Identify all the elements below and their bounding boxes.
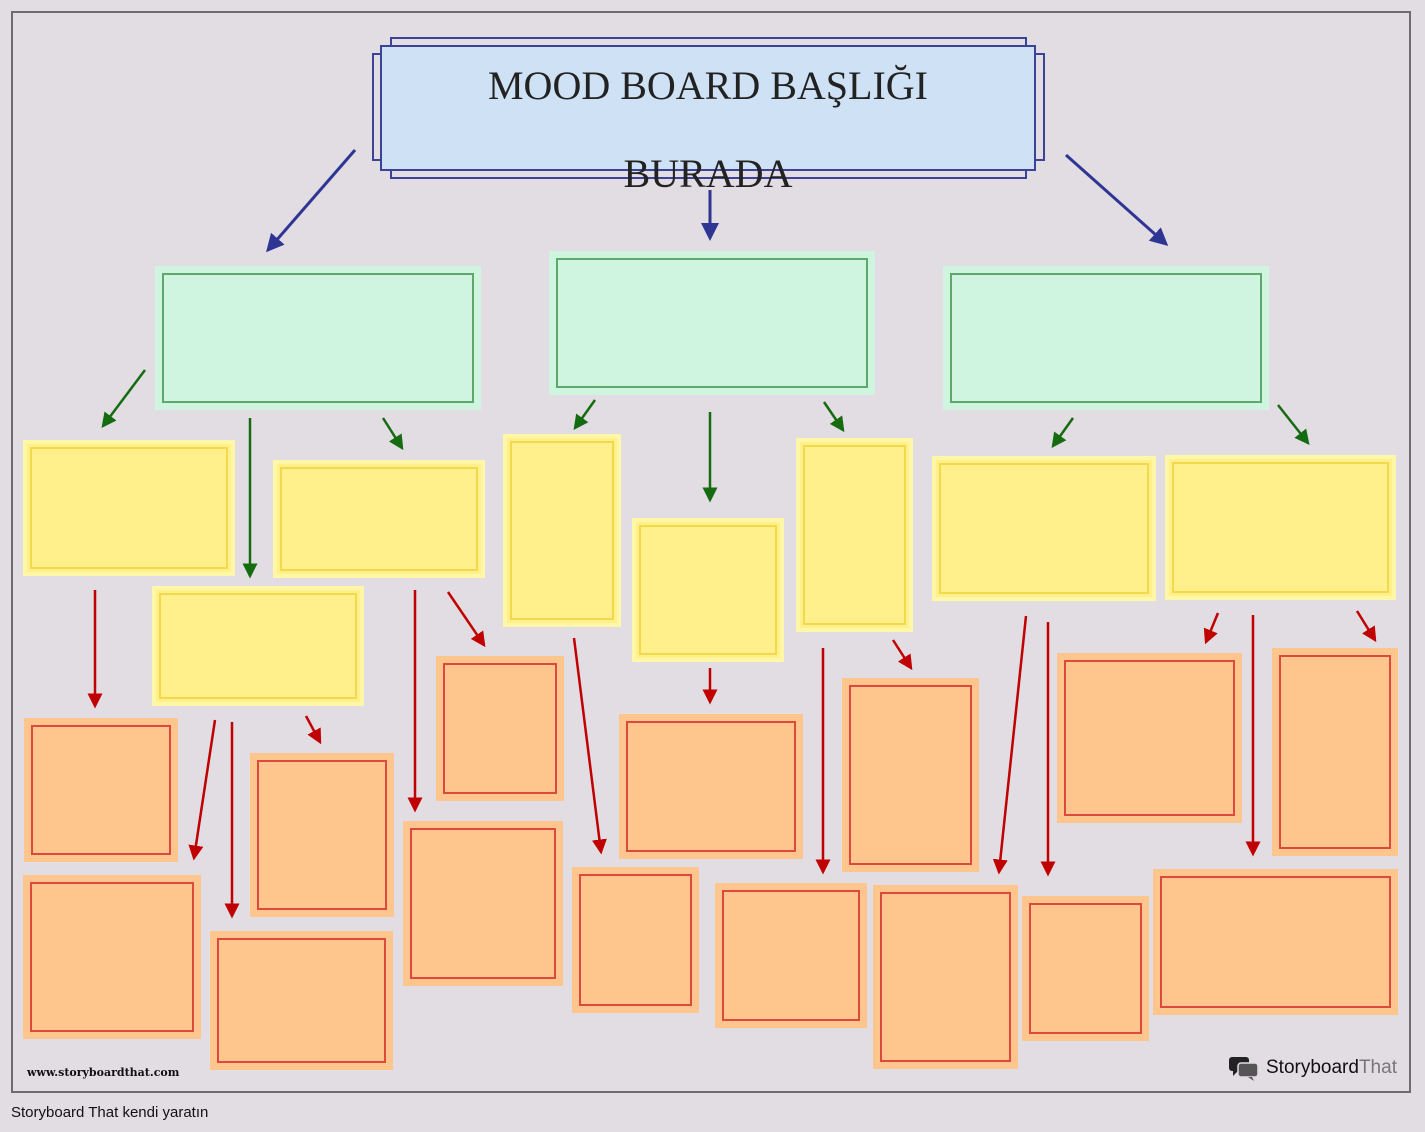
mood-board-title-box[interactable]: MOOD BOARD BAŞLIĞI BURADA	[380, 45, 1036, 196]
brand-text-storyboard: Storyboard	[1266, 1057, 1359, 1078]
mood-board-title: MOOD BOARD BAŞLIĞI BURADA	[488, 20, 928, 196]
category-box-3[interactable]	[943, 266, 1269, 410]
category-box-2[interactable]	[549, 251, 875, 395]
image-box-14[interactable]	[1272, 648, 1398, 856]
image-box-6[interactable]	[436, 656, 564, 801]
image-box-1[interactable]	[24, 718, 178, 862]
arrow-cat1-sub2	[381, 417, 404, 451]
arrow-cat2-sub6	[822, 401, 845, 433]
arrow-sub8-img13	[1203, 612, 1220, 645]
image-box-7[interactable]	[572, 867, 699, 1013]
arrow-sub6-img10	[891, 639, 913, 671]
image-box-2[interactable]	[23, 875, 201, 1039]
storyboardthat-logo[interactable]: StoryboardThat	[1228, 1055, 1397, 1081]
subcategory-box-7[interactable]	[932, 456, 1156, 601]
title-line-1: MOOD BOARD BAŞLIĞI	[487, 63, 929, 108]
subcategory-box-6[interactable]	[796, 438, 913, 632]
arrow-sub3-img4	[304, 715, 322, 745]
image-box-4[interactable]	[250, 753, 394, 917]
footer-url[interactable]: www.storyboardthat.com	[27, 1066, 180, 1079]
arrow-sub3-img2	[188, 719, 217, 861]
image-box-10[interactable]	[842, 678, 979, 872]
title-arrows	[266, 149, 1169, 253]
image-box-12[interactable]	[1022, 896, 1149, 1041]
image-box-11[interactable]	[873, 885, 1018, 1069]
create-your-own-link[interactable]: Storyboard That kendi yaratın	[11, 1104, 209, 1121]
arrow-sub2-img6	[446, 591, 486, 648]
title-line-2: BURADA	[623, 151, 793, 196]
image-box-9[interactable]	[715, 883, 867, 1028]
arrow-sub8-img14	[1355, 610, 1377, 643]
image-box-5[interactable]	[403, 821, 563, 986]
subcategory-arrows	[87, 590, 1377, 919]
subcategory-box-3[interactable]	[152, 586, 364, 706]
category-box-1[interactable]	[155, 266, 481, 410]
speech-bubbles-icon	[1229, 1057, 1259, 1081]
arrow-title-to-category-1	[266, 149, 357, 253]
subcategory-box-8[interactable]	[1165, 455, 1396, 600]
image-box-8[interactable]	[619, 714, 803, 859]
arrow-cat1-sub1	[101, 369, 146, 428]
image-box-13[interactable]	[1057, 653, 1242, 823]
category-arrows	[101, 369, 1310, 579]
brand-text-that: That	[1358, 1057, 1397, 1078]
arrow-cat3-sub8	[1277, 404, 1310, 445]
subcategory-box-4[interactable]	[503, 434, 621, 627]
arrow-sub4-img7	[572, 637, 607, 855]
subcategory-box-5[interactable]	[632, 518, 784, 662]
arrow-sub7-img11	[992, 615, 1028, 875]
image-box-15[interactable]	[1153, 869, 1398, 1015]
subcategory-box-1[interactable]	[23, 440, 235, 576]
arrow-cat2-sub4	[573, 399, 597, 431]
subcategory-box-2[interactable]	[273, 460, 485, 578]
image-box-3[interactable]	[210, 931, 393, 1070]
arrow-cat3-sub7	[1051, 417, 1075, 449]
arrow-title-to-category-3	[1065, 153, 1169, 246]
